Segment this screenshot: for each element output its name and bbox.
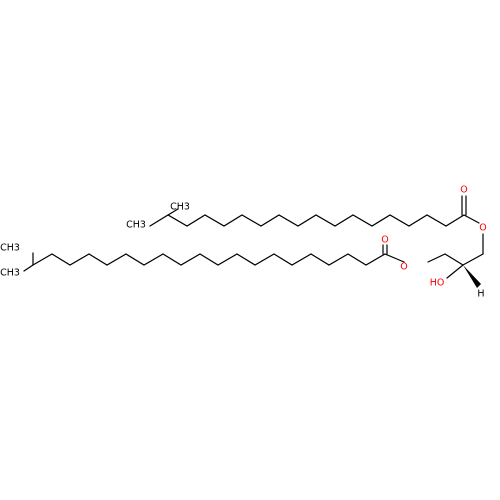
upper-acyl-chain (149, 214, 465, 227)
upper-methyl-label: CH3 (170, 202, 190, 213)
upper-ethyl-label: CH3 (126, 220, 146, 231)
lower-branch-bottom (23, 264, 34, 272)
upper-ester-oxygen: O (479, 223, 486, 234)
hydroxyl-label: HO (430, 278, 445, 289)
glycerol-c3-o (427, 253, 446, 263)
upper-carbonyl-oxygen: O (460, 185, 467, 196)
lower-carbonyl-oxygen: O (381, 235, 388, 246)
lower-methyl-top-label: CH3 (0, 243, 20, 254)
upper-branch-methyl (167, 208, 179, 216)
upper-ester-c-o (463, 214, 480, 224)
lower-methyl-bottom-label: CH3 (0, 268, 20, 279)
lower-ester-oxygen: O (400, 262, 407, 273)
lower-ester-o-c (384, 253, 405, 263)
lower-acyl-chain (32, 253, 386, 266)
glycerol-c2-oh (446, 264, 464, 279)
glycerol-c1-c2 (462, 253, 484, 266)
stereo-hydrogen-label: H (477, 289, 484, 300)
stereo-wedge (463, 265, 481, 288)
glycerol-c2-c3 (444, 253, 464, 266)
